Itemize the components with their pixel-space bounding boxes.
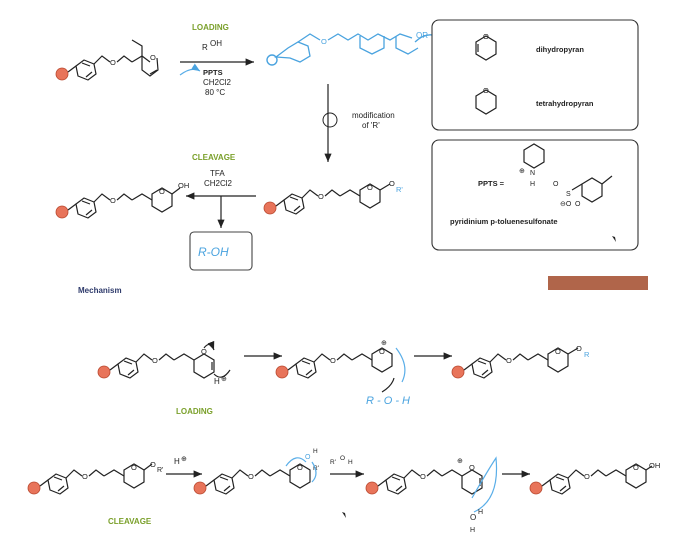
handwritten-roh: R-OH (198, 245, 229, 259)
temperature-label: 80 °C (205, 88, 225, 97)
mechanism-heading: Mechanism (78, 286, 122, 295)
ho-h-h: H (478, 509, 483, 516)
svg-text:O: O (321, 37, 327, 46)
svg-text:O: O (379, 347, 385, 356)
mechanism-loading-row: O H ⊕ O ⊕ R - O - H O O R LOADING (97, 340, 590, 416)
r-prime-label: R' (396, 185, 403, 194)
svg-text:OH: OH (649, 461, 660, 470)
svg-text:O: O (131, 463, 137, 472)
tfa-solvent: CH2Cl2 (204, 179, 233, 188)
resin-modified-product: O O R' (263, 179, 403, 215)
svg-text:O: O (483, 32, 489, 41)
svg-text:O: O (469, 463, 475, 472)
mech-rprime-label: R' (157, 467, 163, 474)
dihydropyran-label: dihydropyran (536, 45, 584, 54)
resin-loaded-product-blue: O OR (266, 31, 441, 66)
h-plus-label-2: H (174, 457, 180, 466)
svg-text:S: S (566, 191, 571, 198)
mech-cleavage-label: CLEAVAGE (108, 517, 152, 526)
cleavage-label: CLEAVAGE (192, 153, 236, 162)
ppts-equals: PPTS = (478, 179, 505, 188)
solvent-label: CH2Cl2 (203, 78, 232, 87)
svg-text:H: H (313, 448, 318, 455)
svg-text:H: H (470, 527, 475, 534)
ho-h-o: O (470, 513, 476, 522)
svg-text:OR: OR (416, 31, 428, 40)
tetrahydropyran-label: tetrahydropyran (536, 99, 594, 108)
svg-text:⊕: ⊕ (181, 456, 187, 463)
tfa-label: TFA (210, 169, 225, 178)
svg-text:O: O (633, 463, 639, 472)
modification-label: modification (352, 111, 395, 120)
resin-hemiacetal-product: O OH (55, 181, 189, 219)
svg-text:O: O (159, 187, 165, 196)
mechanism-cleavage-row: O O R' H ⊕ O O H R' R' O H O ⊕ O H H O O (27, 448, 660, 534)
roh-r: R (202, 43, 208, 52)
svg-text:O: O (576, 344, 582, 353)
svg-text:O: O (340, 455, 345, 462)
h-plus-label: H (214, 377, 220, 386)
mech-r-label: R (584, 350, 590, 359)
svg-text:H: H (348, 459, 353, 466)
svg-text:⊕: ⊕ (519, 168, 525, 175)
o-label: O (389, 179, 395, 188)
svg-text:O: O (553, 181, 559, 188)
pyridinium-h: H (530, 181, 535, 188)
svg-text:O: O (555, 347, 561, 356)
legend-ring-names: O dihydropyran O tetrahydropyran (431, 19, 639, 131)
svg-text:O: O (305, 454, 311, 461)
svg-text:⊕: ⊕ (221, 376, 227, 383)
oh-label: OH (178, 181, 189, 190)
resin-dihydropyran-start: O (55, 39, 159, 81)
svg-text:O: O (575, 201, 581, 208)
svg-text:⊖O: ⊖O (560, 201, 572, 208)
roh-oh: OH (210, 39, 222, 48)
svg-text:R': R' (313, 465, 319, 472)
svg-text:O: O (150, 53, 156, 62)
svg-text:N: N (530, 170, 535, 177)
handwritten-roh2: R - O - H (366, 395, 410, 407)
released-alcohol-box: R-OH (189, 231, 253, 271)
of-r-label: of 'R' (362, 121, 380, 130)
svg-text:⊕: ⊕ (457, 458, 463, 465)
ppts-reagent: PPTS (203, 68, 223, 77)
ppts-full-name: pyridinium p-toluenesulfonate (450, 217, 558, 226)
loading-label: LOADING (192, 23, 229, 32)
loading-step: LOADING R OH PPTS CH2Cl2 80 °C (179, 23, 254, 97)
svg-text:O: O (483, 86, 489, 95)
svg-text:O: O (201, 347, 207, 356)
modification-step: modification of 'R' (322, 84, 395, 162)
svg-text:R': R' (330, 459, 336, 466)
cleavage-step: CLEAVAGE TFA CH2Cl2 (186, 153, 256, 228)
legend-ppts-structure: PPTS = N ⊕ H O S ⊖O O pyridinium p-tolue… (431, 139, 639, 251)
mech-loading-label: LOADING (176, 407, 213, 416)
svg-text:⊕: ⊕ (381, 340, 387, 347)
svg-text:O: O (150, 460, 156, 469)
svg-text:O: O (367, 183, 373, 192)
webcam-overlay (548, 276, 648, 290)
svg-text:O: O (297, 463, 303, 472)
